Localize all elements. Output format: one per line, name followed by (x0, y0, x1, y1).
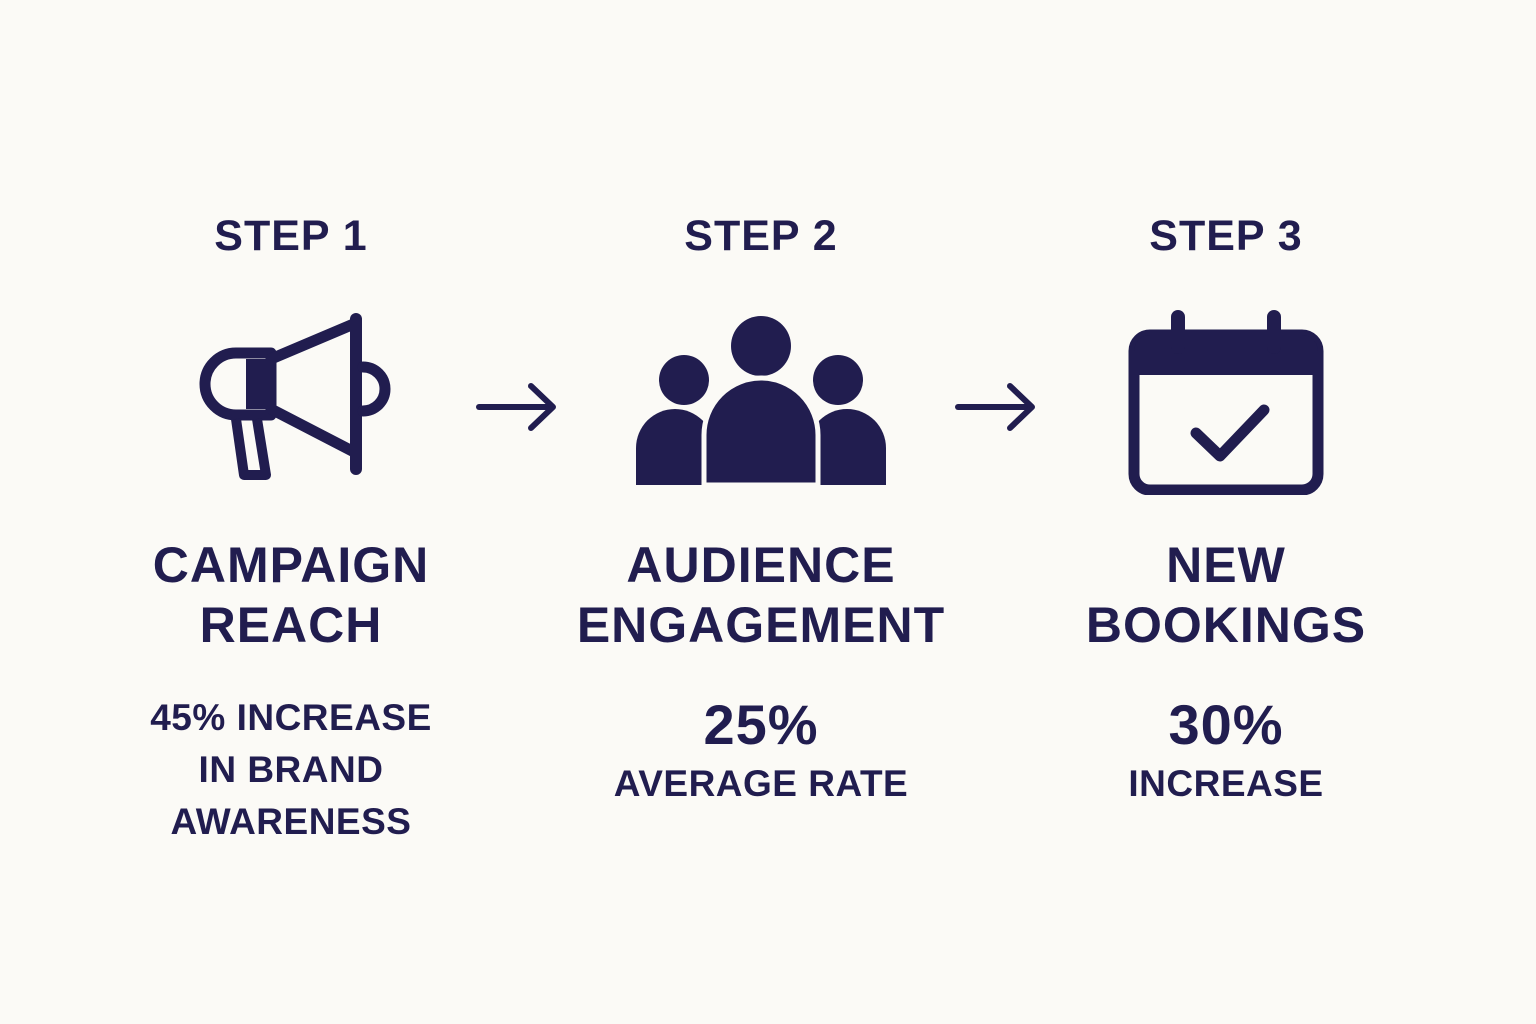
step-3-title-line-1: NEW (1166, 537, 1286, 593)
step-3-label: STEP 3 (1149, 212, 1303, 260)
step-3-title-line-2: BOOKINGS (1085, 597, 1367, 653)
step-1-title-line-1: CAMPAIGN (152, 537, 430, 593)
step-2-title: AUDIENCE ENGAGEMENT (531, 535, 991, 655)
step-2-metric-text: AVERAGE RATE (531, 758, 991, 810)
people-group-icon (631, 305, 891, 490)
step-3-metric-value: 30% (1168, 693, 1284, 756)
megaphone-icon (191, 305, 391, 485)
step-2-metric-value: 25% (703, 693, 819, 756)
step-1-metric-text: 45% INCREASE IN BRAND AWARENESS (61, 692, 521, 848)
step-2-metric-line-1: AVERAGE RATE (613, 763, 909, 804)
step-3-title: NEW BOOKINGS (996, 535, 1456, 655)
step-1-metric-line-1: 45% INCREASE (150, 697, 432, 738)
step-1-title-line-2: REACH (199, 597, 383, 653)
step-1-metric-line-3: AWARENESS (170, 801, 412, 842)
step-2-metric: 25% AVERAGE RATE (531, 692, 991, 810)
step-1-metric: 45% INCREASE IN BRAND AWARENESS (61, 692, 521, 848)
step-2-label: STEP 2 (684, 212, 838, 260)
step-1-label: STEP 1 (214, 212, 368, 260)
arrow-right-icon (476, 380, 560, 439)
step-3-metric-line-1: INCREASE (1128, 763, 1324, 804)
calendar-check-icon (1126, 305, 1326, 500)
step-2-title-line-1: AUDIENCE (626, 537, 896, 593)
step-1-title: CAMPAIGN REACH (61, 535, 521, 655)
arrow-right-icon (955, 380, 1039, 439)
step-1-metric-line-2: IN BRAND (198, 749, 384, 790)
step-2-title-line-2: ENGAGEMENT (576, 597, 946, 653)
step-3-metric: 30% INCREASE (996, 692, 1456, 810)
step-3-metric-text: INCREASE (996, 758, 1456, 810)
